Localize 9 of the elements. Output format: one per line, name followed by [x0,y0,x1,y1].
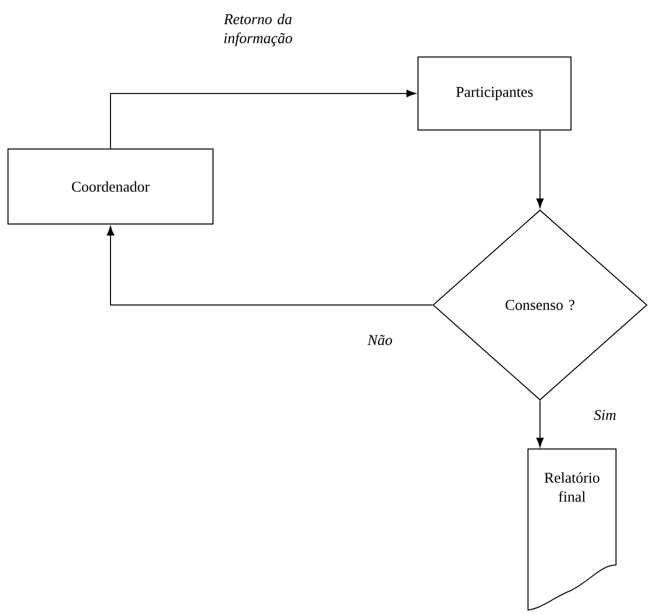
edge-label: Retorno da informação [224,14,292,46]
process-box: Participantes [418,56,572,130]
arrow [536,400,544,448]
arrow [110,90,416,149]
edge-label: Sim [594,410,616,420]
arrow [106,226,433,306]
edge-label: Não [367,334,392,346]
arrow [536,130,544,208]
process-box: Coordenador [8,148,214,224]
